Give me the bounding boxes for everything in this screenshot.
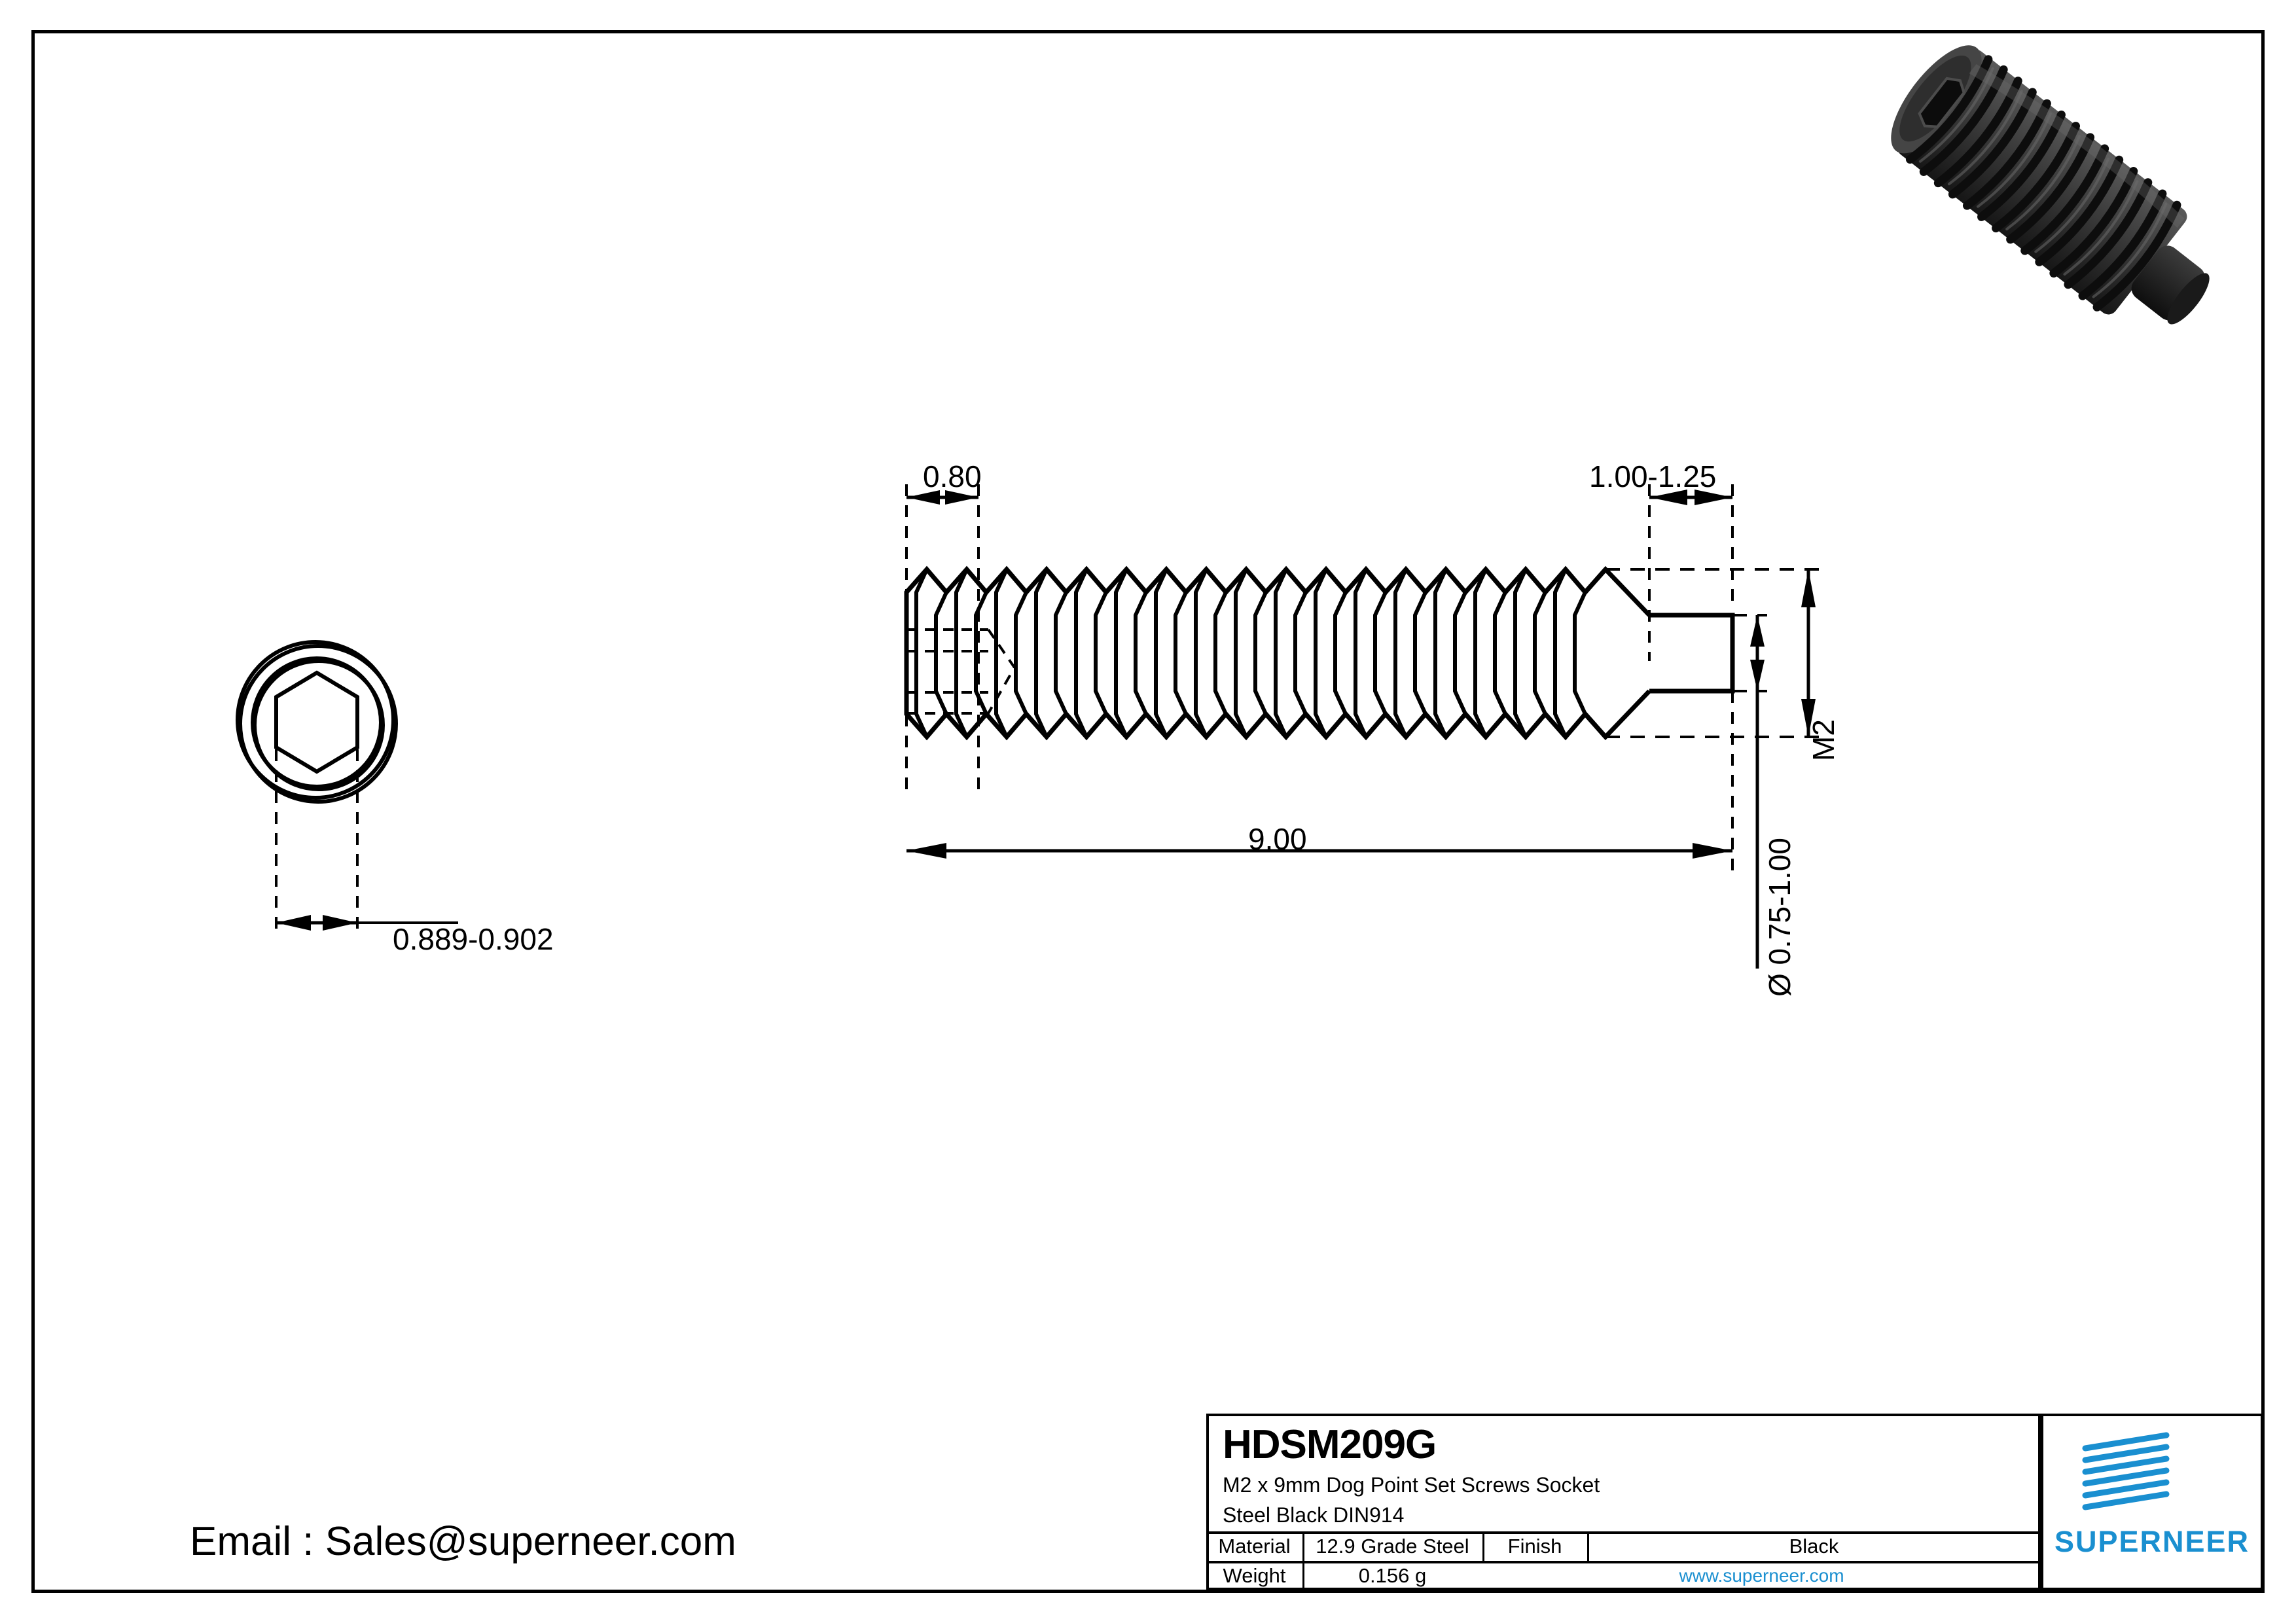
socket-end-view: [196, 602, 458, 1008]
website-link[interactable]: www.superneer.com: [1679, 1565, 1844, 1586]
dim-label-0-80: 0.80: [923, 459, 982, 493]
logo-block: [2041, 1414, 2263, 1590]
part-description-line1: M2 x 9mm Dog Point Set Screws Socket: [1223, 1473, 1600, 1497]
divider-finish-label: [1482, 1531, 1484, 1561]
hex-socket: [274, 670, 359, 774]
dim-label-dog-diameter: Ø 0.75-1.00: [1763, 838, 1797, 997]
dim-label-9-00: 9.00: [1248, 822, 1307, 856]
divider-material: [1302, 1531, 1304, 1590]
outer-circle-b: [238, 644, 398, 804]
dim-9-00: [906, 691, 1734, 877]
side-view-svg: [904, 484, 1820, 969]
weight-label: Weight: [1223, 1563, 1286, 1587]
title-block-row-material: [1206, 1531, 2041, 1561]
dim-0-80: [905, 484, 980, 792]
brand-name: SUPERNEER: [2054, 1525, 2250, 1558]
set-screw-3d-render: [1826, 31, 2258, 339]
material-label: Material: [1218, 1534, 1291, 1558]
divider-finish-value: [1587, 1531, 1589, 1561]
dog-point: [1649, 613, 1735, 694]
email-text: Email : Sales@superneer.com: [190, 1519, 736, 1564]
material-value: 12.9 Grade Steel: [1316, 1534, 1469, 1558]
dim-dog-diameter: [1732, 614, 1767, 969]
part-code: HDSM209G: [1223, 1422, 1437, 1467]
finish-value: Black: [1789, 1534, 1839, 1558]
title-block-row-weight: [1206, 1561, 2041, 1590]
render-svg: [1891, 45, 2210, 325]
dim-M2: [1605, 568, 1820, 738]
end-view-svg: [236, 640, 458, 933]
superneer-logo-icon: [2080, 1430, 2178, 1514]
dim-label-1-00-1-25: 1.00-1.25: [1589, 459, 1717, 493]
end-view-diameter-label: 0.889-0.902: [393, 922, 554, 956]
dim-1-00-1-25: [1648, 484, 1734, 661]
finish-label: Finish: [1507, 1534, 1562, 1558]
drawing-border: [31, 30, 2265, 1593]
dim-label-M2: M2: [1806, 719, 1840, 761]
part-description-line2: Steel Black DIN914: [1223, 1503, 1405, 1527]
side-view: [890, 458, 1911, 982]
weight-value: 0.156 g: [1358, 1563, 1427, 1587]
inner-circle-b: [253, 659, 385, 791]
outer-circle-a: [236, 640, 395, 800]
logo-svg: [2082, 1432, 2170, 1510]
